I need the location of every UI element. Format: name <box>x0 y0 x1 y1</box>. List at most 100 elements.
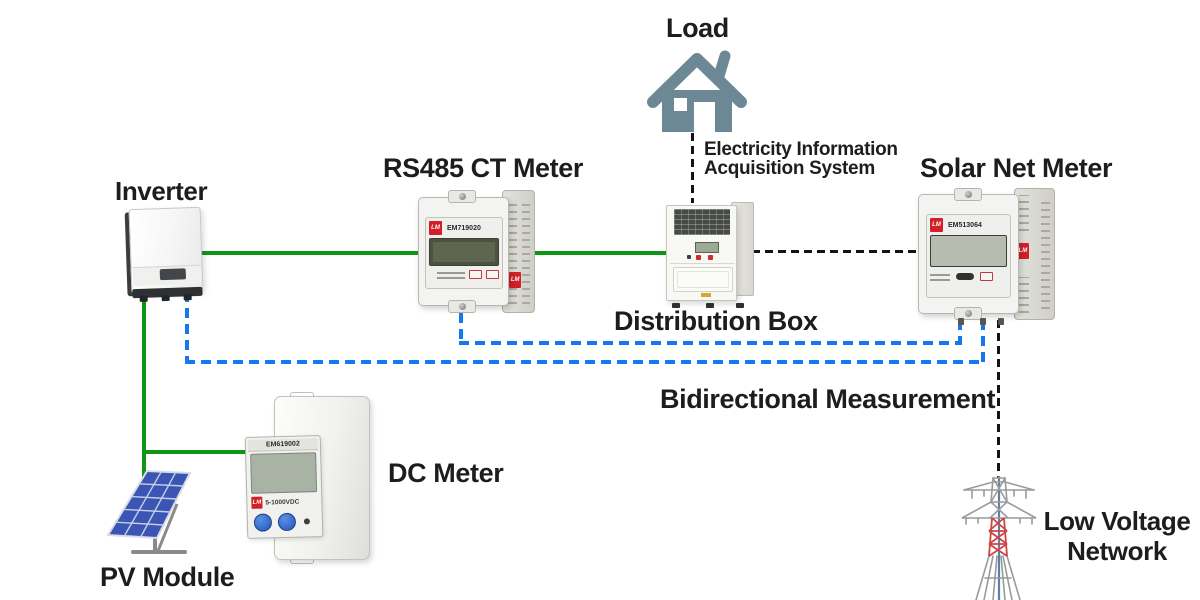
rs485-ct-meter-label: RS485 CT Meter <box>383 153 583 183</box>
dc-meter-label: DC Meter <box>388 458 504 488</box>
solar-net-meter-label: Solar Net Meter <box>920 153 1113 183</box>
net-meter-faceplate: LM EM513064 <box>926 214 1011 298</box>
rs485-ct-meter-device: LM LM EM719020 <box>418 190 535 313</box>
low-voltage-network-label: Low Voltage Network <box>1042 506 1192 566</box>
distribution-box-door-inset <box>677 271 730 288</box>
brand-logo: LM <box>251 496 263 509</box>
dc-meter-lcd <box>250 452 318 494</box>
load-house-icon <box>647 50 747 132</box>
distribution-box-label: Distribution Box <box>614 306 818 336</box>
ct-meter-terminals <box>507 199 518 304</box>
brand-logo-side: LM <box>1016 243 1029 259</box>
distribution-box-indicator <box>687 255 692 260</box>
acquisition-system-line2: Acquisition System <box>704 158 875 179</box>
net-meter-pin <box>980 318 986 325</box>
inverter-connector <box>183 294 192 301</box>
ct-meter-model: EM719020 <box>447 224 481 232</box>
comm-line-upper-bus <box>459 341 962 345</box>
net-meter-terminals <box>1018 277 1029 313</box>
distribution-box-foot <box>672 303 680 308</box>
wire-branch-to-dc-meter <box>142 450 250 454</box>
dc-meter-button <box>277 512 297 532</box>
ct-meter-lcd <box>429 238 499 266</box>
load-label: Load <box>666 13 729 43</box>
screw <box>964 310 972 317</box>
net-meter-pin <box>998 318 1004 325</box>
comm-line-ct-meter-drop <box>459 313 463 345</box>
distribution-box-foot <box>706 303 714 308</box>
ct-meter-header: LM EM719020 <box>429 221 499 235</box>
distribution-box-button <box>695 255 701 261</box>
ct-meter-button <box>469 270 482 279</box>
pv-panel-grid <box>115 471 184 538</box>
distribution-box-display <box>695 241 720 253</box>
ct-meter-top-tab <box>448 190 476 203</box>
distribution-box-device <box>666 202 754 308</box>
brand-logo: LM <box>930 218 943 232</box>
acquisition-system-line1: Electricity Information <box>704 139 898 160</box>
net-meter-rating-text <box>930 272 950 281</box>
net-meter-lcd <box>930 235 1007 267</box>
comm-line-inverter-drop <box>185 292 189 364</box>
pv-module-icon <box>106 469 192 554</box>
net-meter-controls <box>930 272 1007 281</box>
distribution-box-foot <box>736 303 744 308</box>
inverter-connector <box>161 294 170 302</box>
ct-meter-button <box>486 270 499 279</box>
low-voltage-line2: Network <box>1067 536 1167 566</box>
ct-meter-rating-text <box>437 270 465 279</box>
pv-module-label: PV Module <box>100 562 235 592</box>
net-meter-model: EM513064 <box>948 221 982 229</box>
pv-stand-strut <box>156 503 179 552</box>
dc-meter-button <box>253 513 273 532</box>
distribution-box-door <box>673 267 734 292</box>
house-window <box>674 98 687 111</box>
inverter-connector <box>139 295 148 302</box>
inverter-display <box>159 268 186 281</box>
ct-meter-faceplate: LM EM719020 <box>425 217 503 289</box>
dc-meter-indicator <box>303 518 310 525</box>
house-roof <box>647 53 747 108</box>
ct-meter-controls <box>429 270 499 279</box>
distribution-box-seam <box>669 263 735 265</box>
net-meter-terminals <box>1018 195 1029 231</box>
brand-logo-side: LM <box>509 272 522 288</box>
distribution-box-sticker <box>701 292 712 297</box>
house-door <box>694 102 715 132</box>
net-meter-button <box>980 272 993 281</box>
distribution-box-grille <box>673 209 731 235</box>
low-voltage-line1: Low Voltage <box>1043 506 1191 536</box>
comm-line-lower-riser <box>981 320 985 364</box>
screw <box>458 193 466 200</box>
net-meter-port <box>956 273 974 280</box>
acquisition-system-label: Electricity Information Acquisition Syst… <box>704 140 898 178</box>
comm-line-upper-riser <box>958 320 962 345</box>
bidirectional-measurement-label: Bidirectional Measurement <box>660 384 996 414</box>
solar-net-meter-device: LM LM EM513064 <box>918 188 1055 325</box>
ct-meter-lcd-screen <box>433 242 495 262</box>
transmission-tower-icon <box>961 476 1037 600</box>
distribution-box-button <box>708 255 714 261</box>
net-meter-header: LM EM513064 <box>930 218 1007 232</box>
screw <box>458 303 466 310</box>
comm-line-lower-bus <box>185 360 985 364</box>
wire-ct-meter-to-distribution-box <box>533 251 670 255</box>
brand-logo: LM <box>429 221 442 235</box>
house-chimney <box>713 50 731 82</box>
dc-meter-voltage-range: 5-1000VDC <box>265 498 300 506</box>
net-meter-terminals <box>1041 199 1050 309</box>
net-meter-top-tab <box>954 188 982 201</box>
grid-line-load-to-distribution-box <box>691 133 694 203</box>
dc-meter-faceplate: EM619002 LM 5-1000VDC <box>244 435 324 539</box>
wire-inverter-to-ct-meter <box>200 251 420 255</box>
dc-meter-model: EM619002 <box>247 438 319 452</box>
grid-line-distribution-box-to-net-meter <box>752 250 918 253</box>
tower-gray-lattice <box>961 477 1037 600</box>
net-meter-pin <box>958 318 964 325</box>
inverter-label: Inverter <box>115 176 208 206</box>
net-meter-side-panel: LM <box>1013 188 1055 320</box>
dc-meter-info-row: LM 5-1000VDC <box>251 494 317 510</box>
dc-meter-device: EM619002 LM 5-1000VDC <box>244 392 372 564</box>
tower-red-lattice <box>988 517 1008 557</box>
